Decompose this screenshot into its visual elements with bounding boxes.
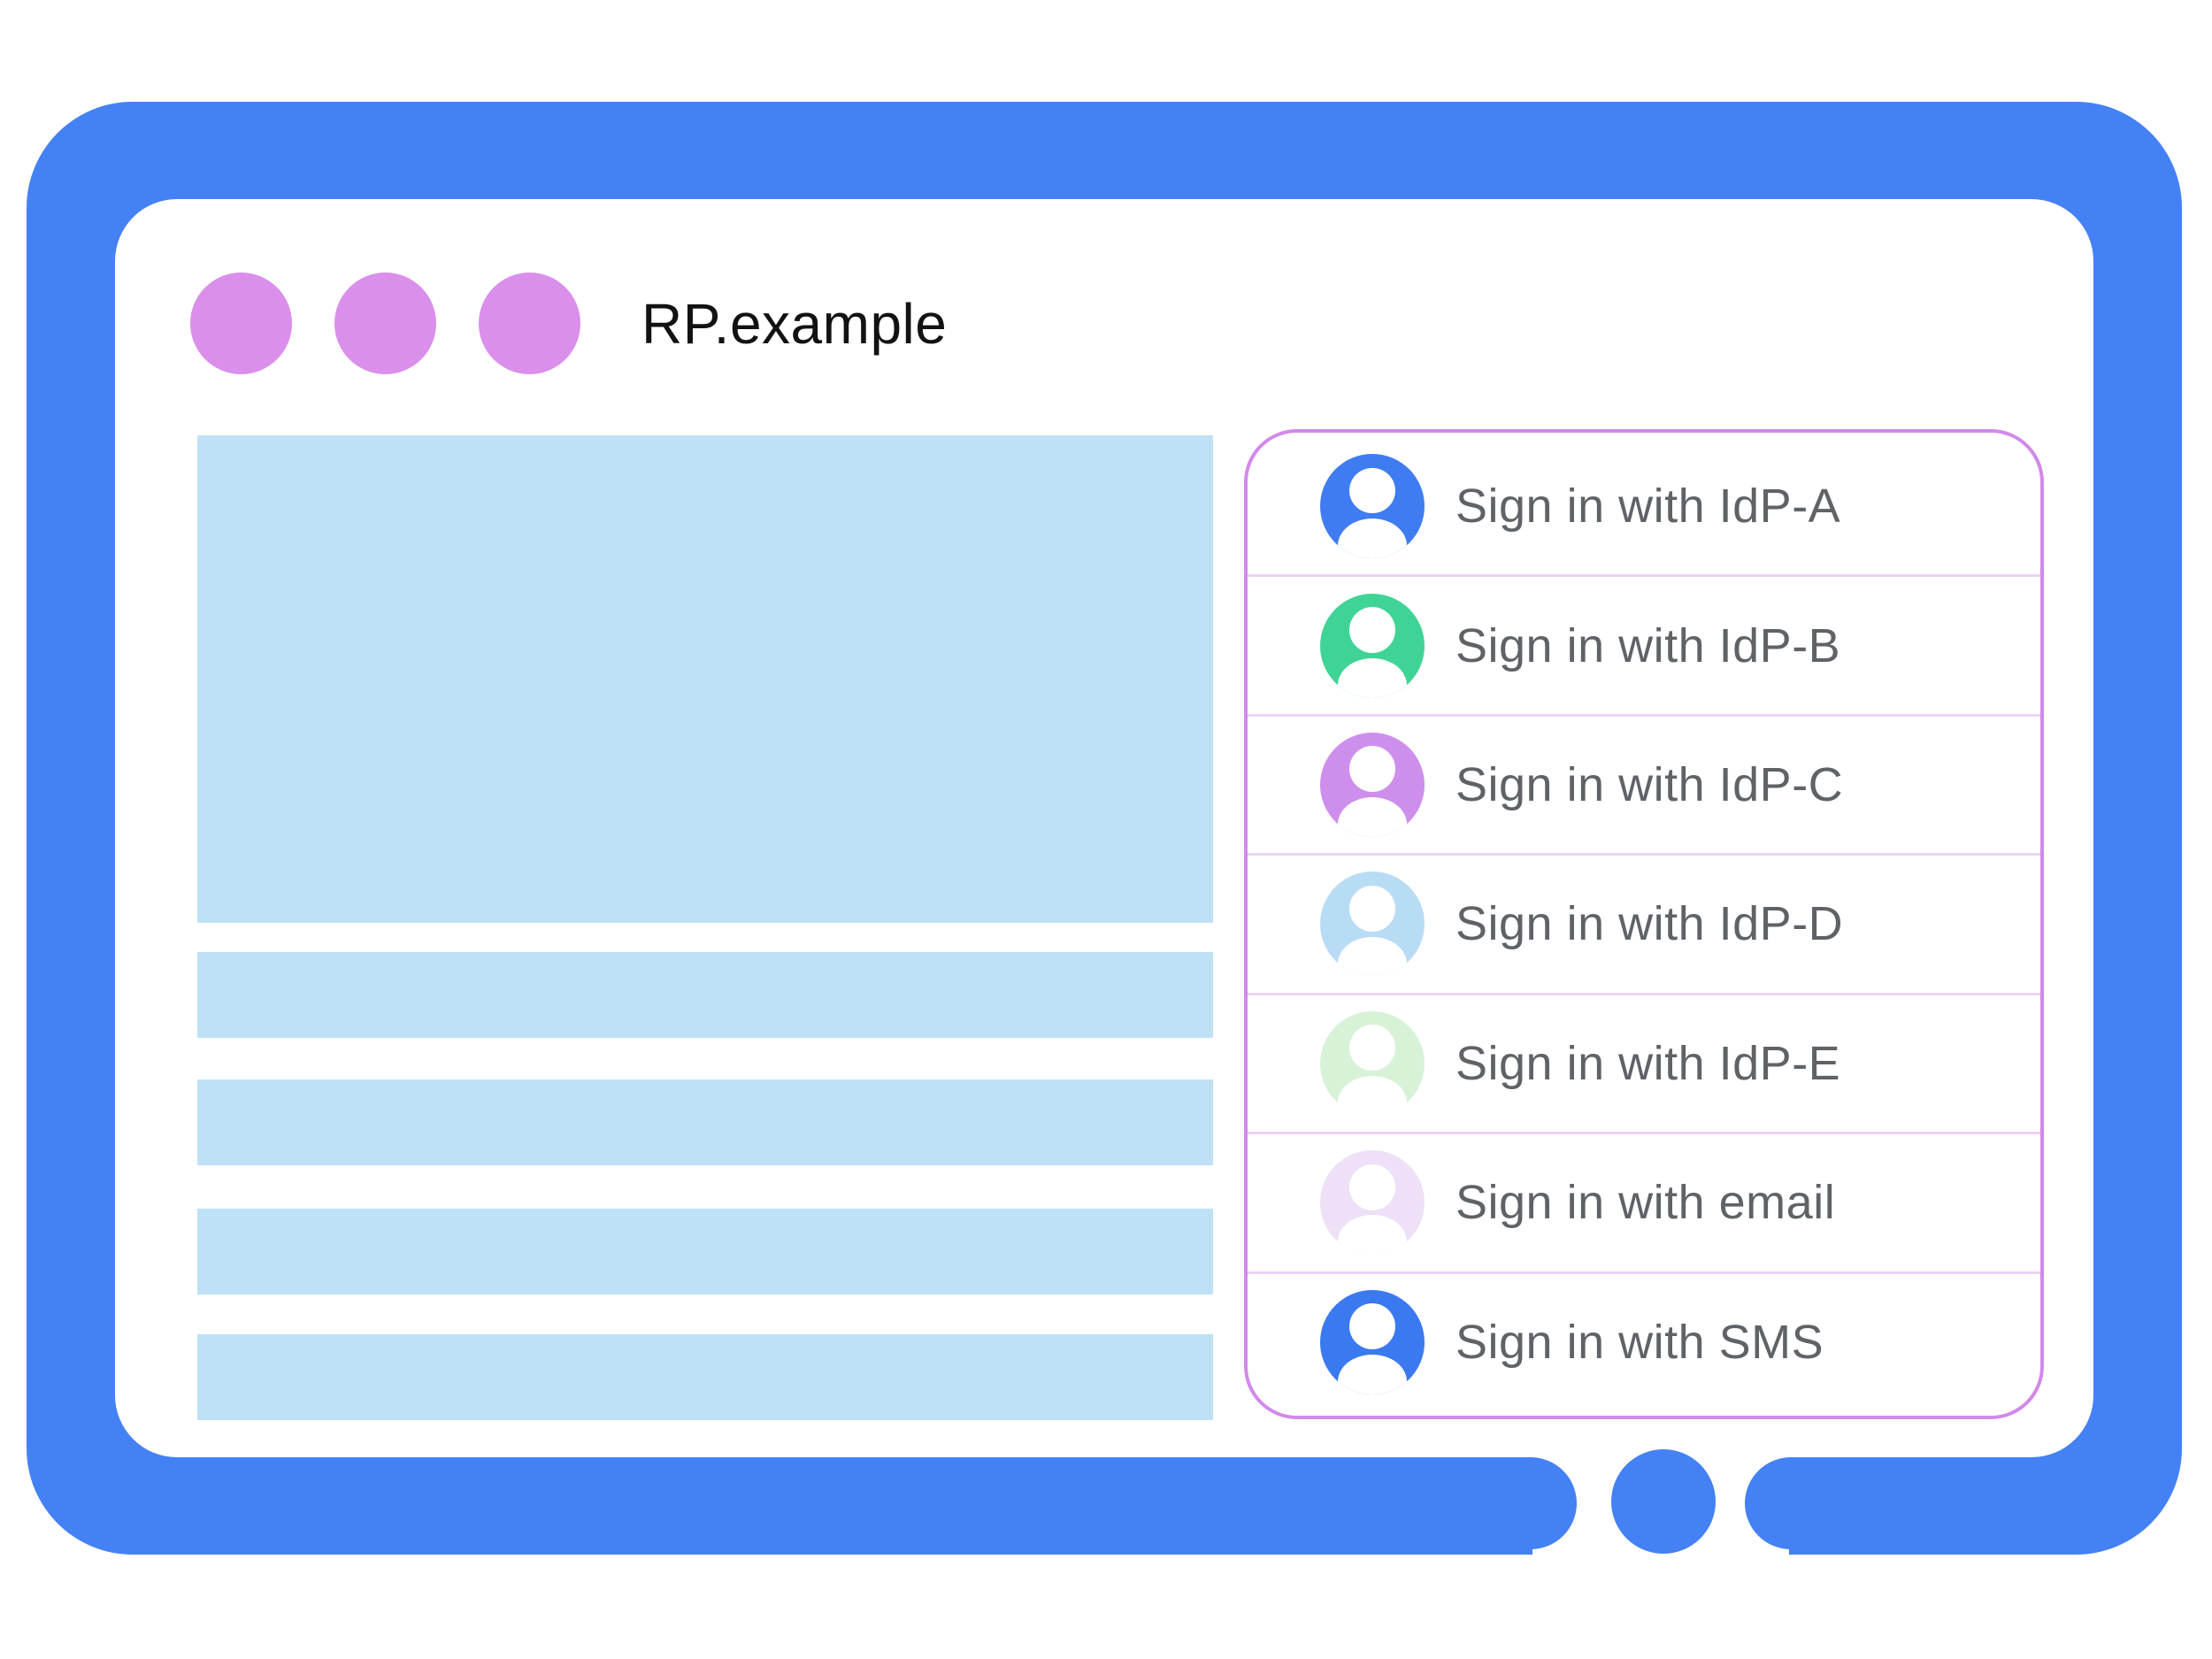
home-button: [1611, 1449, 1716, 1554]
avatar-head: [1349, 1025, 1395, 1071]
user-avatar-icon: [1320, 733, 1425, 838]
signin-option-label: Sign in with IdP-E: [1455, 1036, 1841, 1090]
signin-option-label: Sign in with IdP-C: [1455, 758, 1844, 812]
avatar-head: [1349, 746, 1395, 793]
avatar-torso: [1338, 518, 1407, 559]
window-dot-icon: [479, 273, 580, 374]
site-url: RP.example: [641, 291, 948, 356]
content-placeholder-bar: [197, 952, 1213, 1038]
avatar-head: [1349, 467, 1395, 514]
user-avatar-icon: [1320, 454, 1425, 559]
window-dot-icon: [334, 273, 436, 374]
content-placeholder-bar: [197, 1209, 1213, 1294]
user-avatar-icon: [1320, 1150, 1425, 1256]
avatar-torso: [1338, 1215, 1407, 1256]
avatar-torso: [1338, 797, 1407, 838]
avatar-head: [1349, 1164, 1395, 1210]
bottom-bar-right-cap: [1745, 1457, 1878, 1549]
window-dot-icon: [190, 273, 292, 374]
signin-option-idp-b[interactable]: Sign in with IdP-B: [1248, 574, 2040, 713]
user-avatar-icon: [1320, 1010, 1425, 1116]
signin-option-label: Sign in with IdP-A: [1455, 480, 1841, 534]
avatar-head: [1349, 1303, 1395, 1349]
avatar-head: [1349, 885, 1395, 932]
content-placeholder-hero: [197, 435, 1213, 923]
signin-option-email[interactable]: Sign in with email: [1248, 1132, 2040, 1271]
content-placeholder-bar: [197, 1334, 1213, 1420]
signin-option-sms[interactable]: Sign in with SMS: [1248, 1271, 2040, 1410]
signin-option-label: Sign in with email: [1455, 1176, 1836, 1230]
signin-option-idp-d[interactable]: Sign in with IdP-D: [1248, 853, 2040, 992]
avatar-torso: [1338, 657, 1407, 698]
user-avatar-icon: [1320, 872, 1425, 977]
signin-option-idp-a[interactable]: Sign in with IdP-A: [1248, 438, 2040, 574]
bottom-bar-left-cap: [1444, 1457, 1577, 1549]
avatar-torso: [1338, 1076, 1407, 1116]
user-avatar-icon: [1320, 1289, 1425, 1394]
avatar-head: [1349, 606, 1395, 653]
signin-options-panel: Sign in with IdP-A Sign in with IdP-B Sign…: [1244, 429, 2044, 1419]
signin-option-label: Sign in with IdP-B: [1455, 618, 1841, 672]
signin-option-label: Sign in with IdP-D: [1455, 897, 1844, 951]
user-avatar-icon: [1320, 593, 1425, 698]
avatar-torso: [1338, 1354, 1407, 1394]
signin-option-idp-c[interactable]: Sign in with IdP-C: [1248, 713, 2040, 853]
avatar-torso: [1338, 936, 1407, 977]
signin-option-label: Sign in with SMS: [1455, 1315, 1824, 1369]
content-placeholder-bar: [197, 1079, 1213, 1165]
signin-option-idp-e[interactable]: Sign in with IdP-E: [1248, 992, 2040, 1132]
